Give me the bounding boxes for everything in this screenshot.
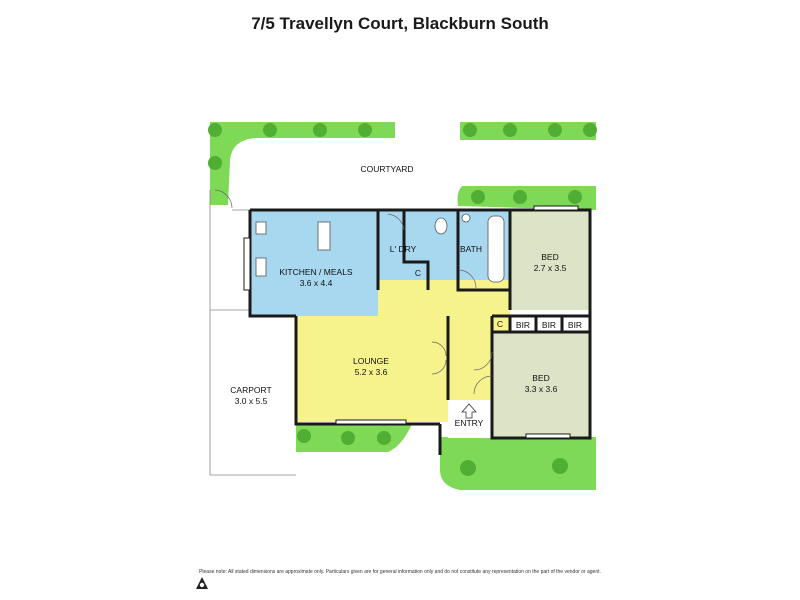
hall-cupboard-label: C xyxy=(497,319,503,329)
disclaimer-text: Please note: All stated dimensions are a… xyxy=(199,569,601,575)
windows xyxy=(243,205,579,439)
carport-label: CARPORT xyxy=(230,385,271,395)
fixtures xyxy=(255,213,505,283)
bir2-label: BIR xyxy=(542,320,556,330)
bir1-label: BIR xyxy=(516,320,530,330)
laundry-label: L' DRY xyxy=(390,244,417,254)
bath-label: BATH xyxy=(460,244,482,254)
lounge-dims: 5.2 x 3.6 xyxy=(355,367,388,377)
shrubs xyxy=(208,123,597,476)
carport-dims: 3.0 x 5.5 xyxy=(235,396,268,406)
entry-arrow-icon xyxy=(461,403,477,419)
kitchen-dims: 3.6 x 4.4 xyxy=(300,278,333,288)
room-labels: COURTYARD KITCHEN / MEALS 3.6 x 4.4 L' D… xyxy=(230,164,582,428)
entry-label: ENTRY xyxy=(455,418,484,428)
bir3-label: BIR xyxy=(568,320,582,330)
room-fills xyxy=(250,210,590,438)
bed1-label: BED xyxy=(541,252,558,262)
bed2-dims: 3.3 x 3.6 xyxy=(525,384,558,394)
bed2-label: BED xyxy=(532,373,549,383)
lounge-label: LOUNGE xyxy=(353,356,389,366)
laundry-cupboard-label: C xyxy=(415,268,421,278)
kitchen-label: KITCHEN / MEALS xyxy=(279,267,353,277)
page-title: 7/5 Travellyn Court, Blackburn South xyxy=(251,14,549,33)
bed1-dims: 2.7 x 3.5 xyxy=(534,263,567,273)
agency-logo-icon xyxy=(196,577,208,589)
walls xyxy=(248,208,592,455)
courtyard-label: COURTYARD xyxy=(360,164,413,174)
door-swings xyxy=(214,189,493,395)
